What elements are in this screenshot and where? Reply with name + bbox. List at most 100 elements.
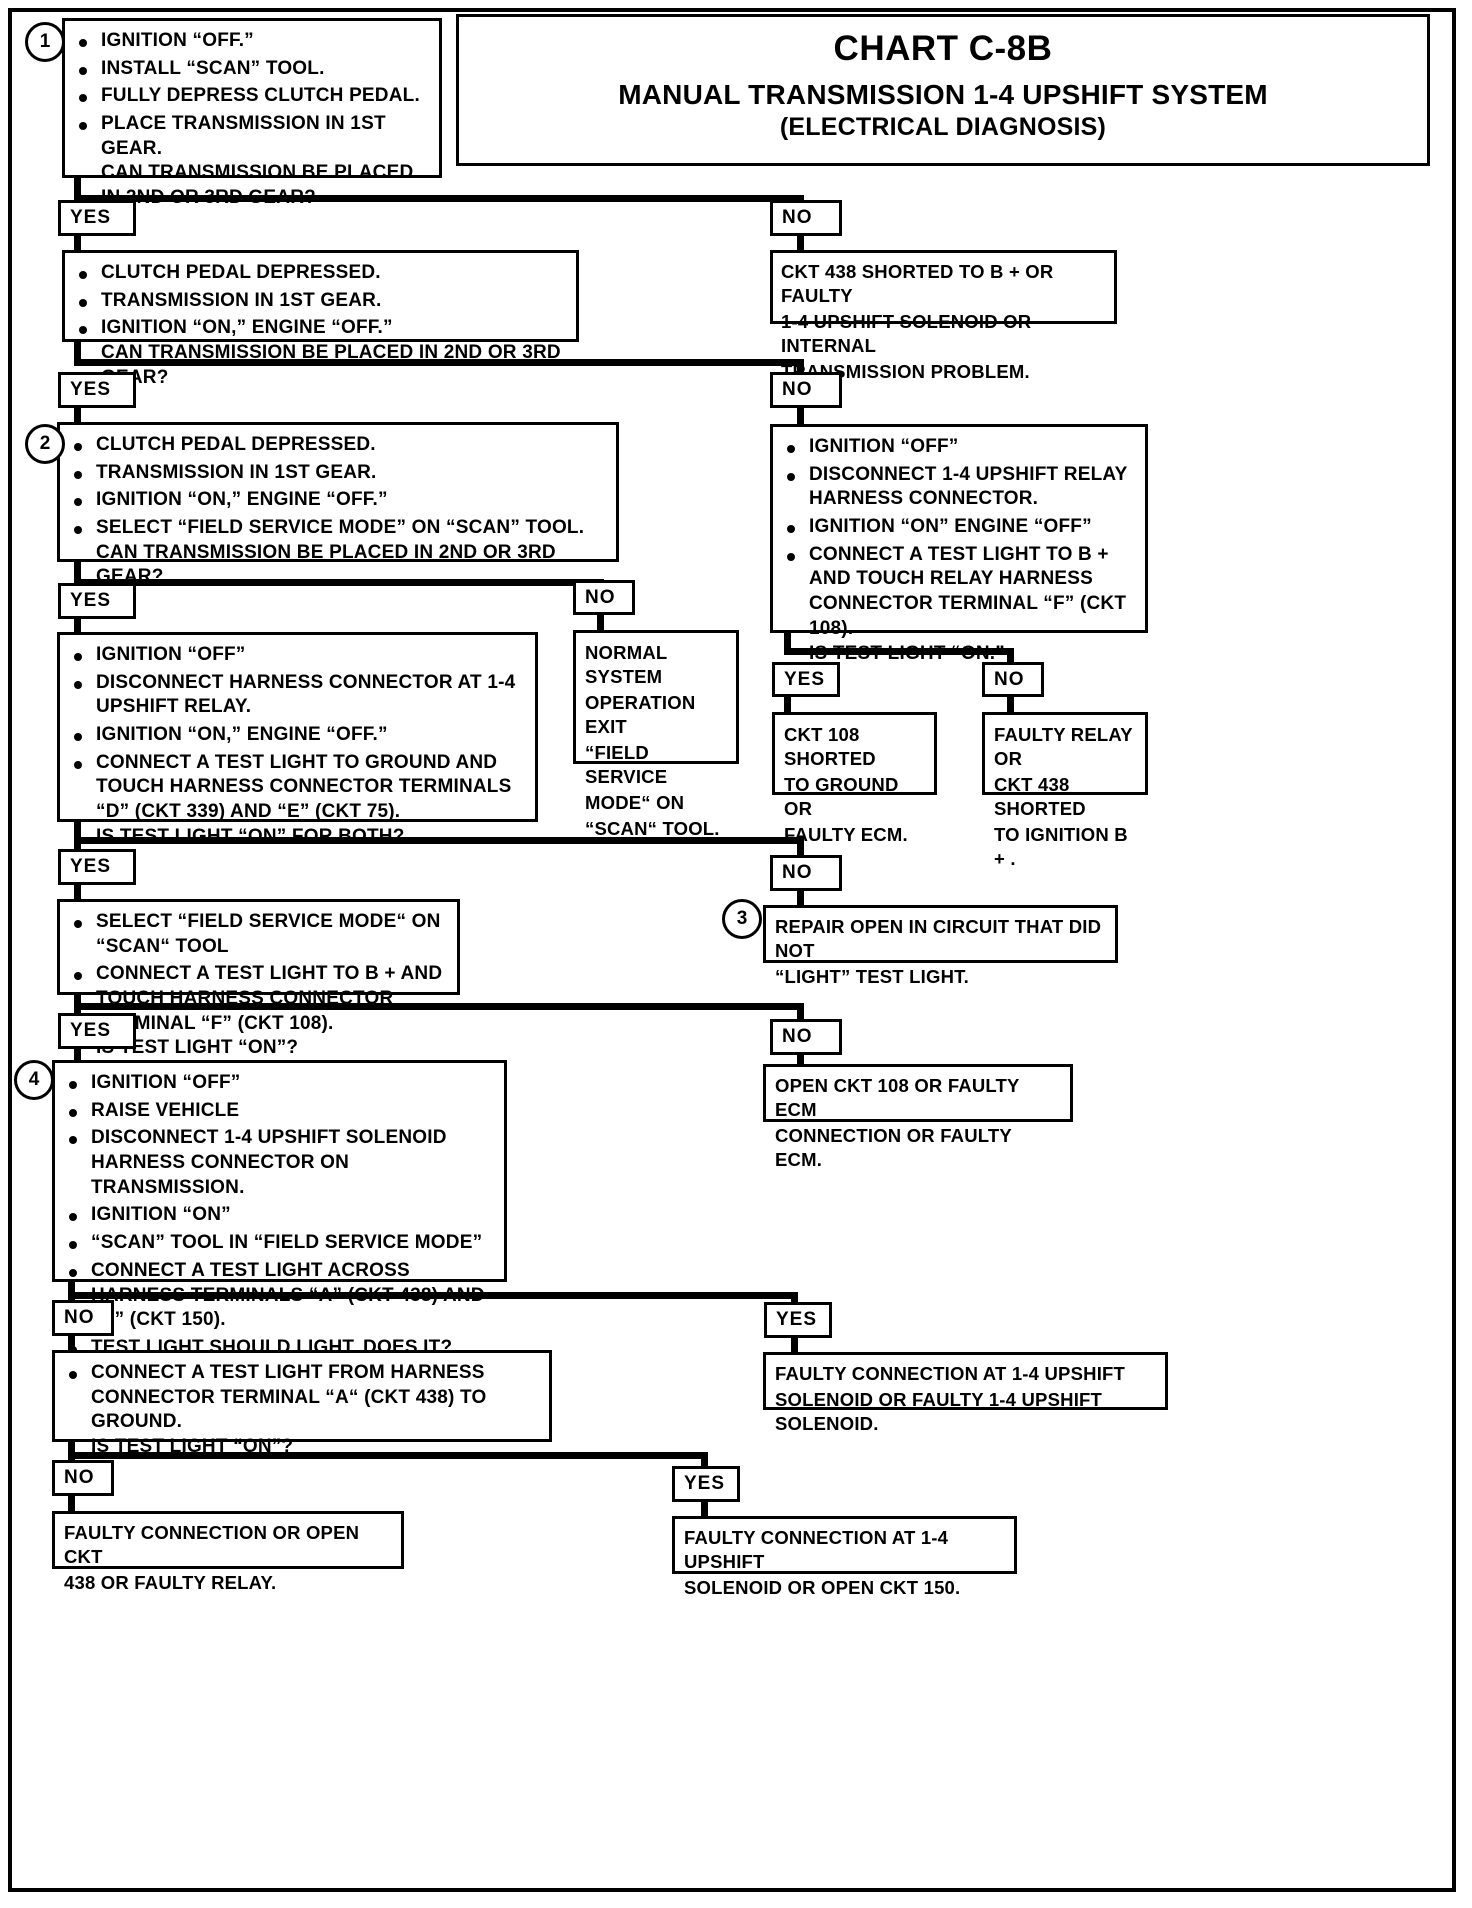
question-text: IS TEST LIGHT “ON”? — [96, 1037, 299, 1059]
question-text: IS TEST LIGHT “ON”? — [91, 1436, 294, 1458]
connector — [74, 837, 804, 844]
connector — [68, 1452, 708, 1459]
step-marker-2: 2 — [25, 424, 65, 464]
branch-label-no: NO — [52, 1460, 114, 1496]
connector — [797, 1055, 804, 1071]
connector — [74, 236, 81, 252]
connector — [74, 1049, 81, 1065]
text-line: NORMAL SYSTEM — [585, 642, 668, 688]
node-repair-open: REPAIR OPEN IN CIRCUIT THAT DID NOT “LIG… — [763, 905, 1118, 987]
connector — [74, 822, 81, 850]
node-step1b: CLUTCH PEDAL DEPRESSED. TRANSMISSION IN … — [62, 250, 579, 388]
node-relay-test: IGNITION “OFF” DISCONNECT 1-4 UPSHIFT RE… — [770, 424, 1148, 664]
node-ckt108-shorted: CKT 108 SHORTED TO GROUND OR FAULTY ECM. — [772, 712, 937, 845]
connector — [68, 1292, 798, 1299]
connector — [791, 1338, 798, 1354]
chart-system-title: MANUAL TRANSMISSION 1-4 UPSHIFT SYSTEM — [618, 79, 1268, 110]
connector — [797, 837, 804, 855]
list-item: TRANSMISSION IN 1ST GEAR. — [75, 289, 566, 314]
text-line: 438 OR FAULTY RELAY. — [64, 1572, 277, 1594]
node-step4: IGNITION “OFF” RAISE VEHICLE DISCONNECT … — [52, 1060, 507, 1358]
connector — [784, 648, 1014, 655]
text-line: TO IGNITION B + . — [994, 824, 1128, 870]
page-border — [8, 8, 1456, 1892]
text-line: SOLENOID OR OPEN CKT 150. — [684, 1577, 961, 1599]
list-item: CONNECT A TEST LIGHT TO GROUND AND TOUCH… — [70, 751, 525, 850]
list-item: IGNITION “ON,” ENGINE “OFF.” — [70, 723, 525, 748]
connector — [797, 359, 804, 373]
branch-label-yes: YES — [58, 849, 136, 885]
step-marker-3: 3 — [722, 899, 762, 939]
connector — [74, 408, 81, 424]
text-line: CKT 108 SHORTED — [784, 724, 876, 770]
branch-label-no: NO — [770, 855, 842, 891]
text-line: CKT 438 SHORTED — [994, 774, 1086, 820]
connector — [797, 236, 804, 252]
connector — [68, 1336, 75, 1352]
text-line: MODE“ ON — [585, 792, 685, 814]
branch-label-yes: YES — [58, 1013, 136, 1049]
node-open-ckt108: OPEN CKT 108 OR FAULTY ECM CONNECTION OR… — [763, 1064, 1073, 1170]
list-item: IGNITION “ON,” ENGINE “OFF.” — [70, 488, 606, 513]
node-field-service-test: SELECT “FIELD SERVICE MODE“ ON “SCAN“ TO… — [57, 899, 460, 1058]
branch-label-no: NO — [770, 200, 842, 236]
connector — [797, 891, 804, 907]
branch-label-no: NO — [770, 372, 842, 408]
node-step1: IGNITION “OFF.” INSTALL “SCAN” TOOL. FUL… — [62, 18, 442, 208]
node-faulty-connection-open-ckt150: FAULTY CONNECTION AT 1-4 UPSHIFT SOLENOI… — [672, 1516, 1017, 1598]
connector — [797, 1003, 804, 1019]
text-line: “LIGHT” TEST LIGHT. — [775, 966, 969, 988]
node-faulty-connection-solenoid: FAULTY CONNECTION AT 1-4 UPSHIFT SOLENOI… — [763, 1352, 1168, 1434]
list-item: PLACE TRANSMISSION IN 1ST GEAR. CAN TRAN… — [75, 112, 429, 211]
text-line: REPAIR OPEN IN CIRCUIT THAT DID NOT — [775, 916, 1102, 962]
list-item: DISCONNECT HARNESS CONNECTOR AT 1-4 UPSH… — [70, 671, 525, 720]
node-ground-test: CONNECT A TEST LIGHT FROM HARNESS CONNEC… — [52, 1350, 552, 1457]
text-line: OPEN CKT 108 OR FAULTY ECM — [775, 1075, 1020, 1121]
node-faulty-connection-open-ckt438: FAULTY CONNECTION OR OPEN CKT 438 OR FAU… — [52, 1511, 404, 1593]
connector — [74, 359, 804, 366]
list-item: “SCAN” TOOL IN “FIELD SERVICE MODE” — [65, 1231, 494, 1256]
branch-label-yes: YES — [772, 662, 840, 697]
list-item: FULLY DEPRESS CLUTCH PEDAL. — [75, 84, 429, 109]
connector — [797, 408, 804, 424]
connector — [1007, 648, 1014, 662]
chart-subtitle: (ELECTRICAL DIAGNOSIS) — [779, 113, 1107, 141]
text-line: FAULTY RELAY OR — [994, 724, 1133, 770]
step-marker-1: 1 — [25, 22, 65, 62]
list-item: TRANSMISSION IN 1ST GEAR. — [70, 461, 606, 486]
list-item: IGNITION “OFF” — [65, 1071, 494, 1096]
text-line: “SCAN“ TOOL. — [585, 818, 720, 840]
text-line: CKT 438 SHORTED TO B + OR FAULTY — [781, 261, 1054, 307]
branch-label-no: NO — [573, 580, 635, 615]
list-item: IGNITION “OFF.” — [75, 29, 429, 54]
text-line: TRANSMISSION PROBLEM. — [781, 361, 1030, 383]
text-line: CONNECTION OR FAULTY ECM. — [775, 1125, 1012, 1171]
list-item: IGNITION “OFF” — [783, 435, 1135, 460]
node-harness-test: IGNITION “OFF” DISCONNECT HARNESS CONNEC… — [57, 632, 538, 847]
connector — [1007, 697, 1014, 713]
connector — [74, 579, 604, 586]
node-ckt438-shorted: CKT 438 SHORTED TO B + OR FAULTY 1-4 UPS… — [770, 250, 1117, 382]
connector — [791, 1292, 798, 1308]
connector — [74, 885, 81, 901]
connector — [701, 1502, 708, 1518]
list-item: CLUTCH PEDAL DEPRESSED. — [70, 433, 606, 458]
list-item: IGNITION “OFF” — [70, 643, 525, 668]
list-item: IGNITION “ON,” ENGINE “OFF.” CAN TRANSMI… — [75, 316, 566, 390]
text-line: SOLENOID OR FAULTY 1-4 UPSHIFT SOLENOID. — [775, 1389, 1103, 1435]
connector — [74, 342, 81, 366]
branch-label-yes: YES — [58, 583, 136, 619]
connector — [74, 1003, 804, 1010]
text-line: FAULTY CONNECTION AT 1-4 UPSHIFT — [775, 1363, 1126, 1384]
branch-label-no: NO — [982, 662, 1044, 697]
text-line: TO GROUND OR — [784, 774, 899, 820]
text-line: FAULTY CONNECTION OR OPEN CKT — [64, 1522, 360, 1568]
branch-label-yes: YES — [764, 1302, 832, 1338]
node-normal-operation: NORMAL SYSTEM OPERATION EXIT “FIELD SERV… — [573, 630, 739, 839]
question-text: CAN TRANSMISSION BE PLACED IN 2ND OR 3RD… — [101, 162, 414, 208]
list-item: CONNECT A TEST LIGHT FROM HARNESS CONNEC… — [65, 1361, 539, 1460]
text-line: FAULTY ECM. — [784, 824, 908, 846]
list-item: IGNITION “ON” ENGINE “OFF” — [783, 515, 1135, 540]
branch-label-no: NO — [770, 1019, 842, 1055]
